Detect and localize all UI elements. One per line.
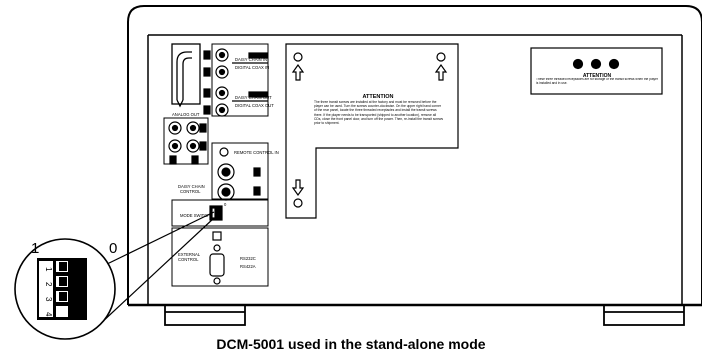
zoom-label-one: 1 [31,240,39,257]
mode-switch-panel [171,199,269,227]
remote-control-connectors [211,142,269,201]
foot-left [164,304,246,326]
zoom-label-zero: 0 [109,240,117,257]
attention-center-body: The three transit screws are installed a… [314,100,444,126]
analog-out-connectors [163,117,209,165]
label-daisy-chain-out: DAISY CHAIN OUT [235,95,272,100]
switch-number-3: 3 [44,297,53,302]
label-digital-coax-out: DIGITAL COAX OUT [235,103,274,108]
switch-zoom-inset [14,238,116,340]
zoom-lines [99,211,215,325]
label-digital-coax-in: DIGITAL COAX IN [235,65,269,70]
label-remote-control-in: REMOTE CONTROL IN [234,150,279,155]
figure-caption: DCM-5001 used in the stand-alone mode [216,336,486,352]
label-rs232c: RS232C [240,256,256,261]
switch-number-2: 2 [44,282,53,287]
label-analog-out: ANALOG OUT [172,112,200,117]
label-mode-switch: MODE SWITCH [180,213,210,218]
digital-connectors [203,43,269,117]
label-daisy-chain-in: DAISY CHAIN IN [235,57,267,62]
attention-center-title: ATTENTION [362,94,393,100]
screw-storage-panel [530,47,663,95]
label-switch-zero: 0 [224,202,227,207]
foot-right [603,304,685,326]
switch-number-4: 4 [44,312,53,317]
transit-screw-panel [285,43,459,219]
attention-right-title: ATTENTION [583,73,612,79]
cabinet [127,5,702,307]
cable-hook [171,43,201,108]
label-rs422a: RS422A [240,264,256,269]
attention-right-body: These three threaded receptacles are for… [536,78,658,85]
switch-number-1: 1 [44,267,53,272]
